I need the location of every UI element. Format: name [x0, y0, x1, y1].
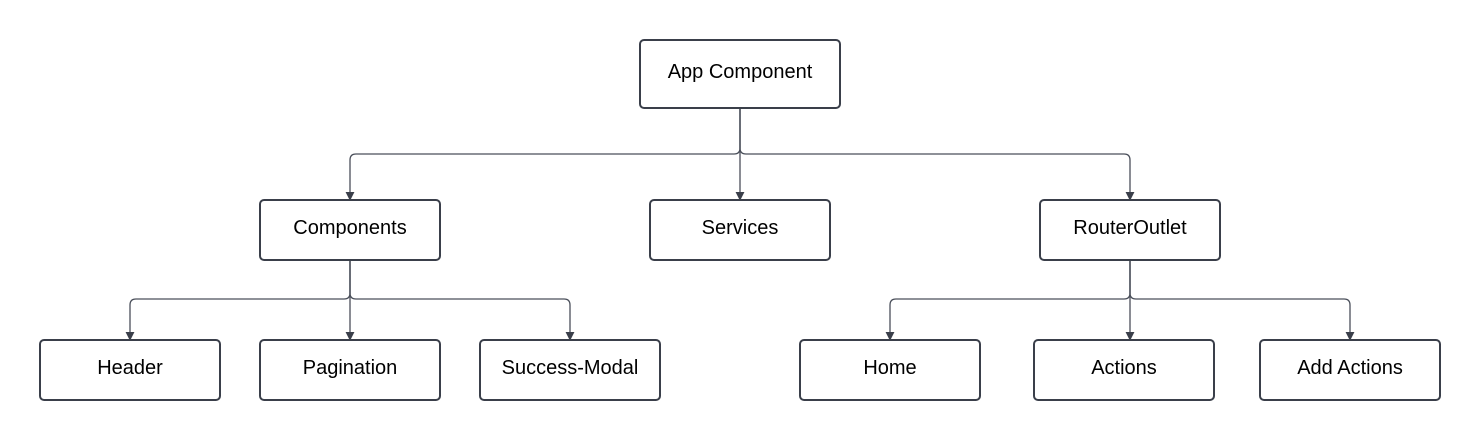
connector-router-outlet-to-home: [885, 260, 1131, 341]
node-components: Components: [259, 199, 441, 261]
node-box-app-component: [639, 39, 841, 109]
node-box-add-actions: [1259, 339, 1441, 401]
node-label-components: Components: [293, 217, 406, 239]
node-label-success-modal: Success-Modal: [502, 357, 639, 379]
connector-app-to-components: [345, 108, 741, 201]
node-router-outlet: RouterOutlet: [1039, 199, 1221, 261]
node-pagination: Pagination: [259, 339, 441, 401]
node-box-success-modal: [479, 339, 661, 401]
node-label-header: Header: [97, 357, 163, 379]
node-box-router-outlet: [1039, 199, 1221, 261]
node-box-home: [799, 339, 981, 401]
node-success-modal: Success-Modal: [479, 339, 661, 401]
node-label-home: Home: [863, 357, 916, 379]
node-box-actions: [1033, 339, 1215, 401]
node-box-header: [39, 339, 221, 401]
node-box-services: [649, 199, 831, 261]
connector-components-to-success-modal: [349, 260, 575, 341]
node-app-component: App Component: [639, 39, 841, 109]
node-box-pagination: [259, 339, 441, 401]
connectors: [125, 108, 1355, 341]
node-actions: Actions: [1033, 339, 1215, 401]
node-label-actions: Actions: [1091, 357, 1157, 379]
node-label-app-component: App Component: [668, 61, 813, 83]
node-add-actions: Add Actions: [1259, 339, 1441, 401]
connector-app-to-router-outlet: [739, 108, 1135, 201]
node-label-services: Services: [702, 217, 779, 239]
node-label-router-outlet: RouterOutlet: [1073, 217, 1187, 239]
connector-components-to-header: [125, 260, 351, 341]
connector-router-outlet-to-add-actions: [1129, 260, 1355, 341]
node-services: Services: [649, 199, 831, 261]
node-label-add-actions: Add Actions: [1297, 357, 1403, 379]
node-label-pagination: Pagination: [303, 357, 398, 379]
node-header: Header: [39, 339, 221, 401]
node-home: Home: [799, 339, 981, 401]
node-box-components: [259, 199, 441, 261]
